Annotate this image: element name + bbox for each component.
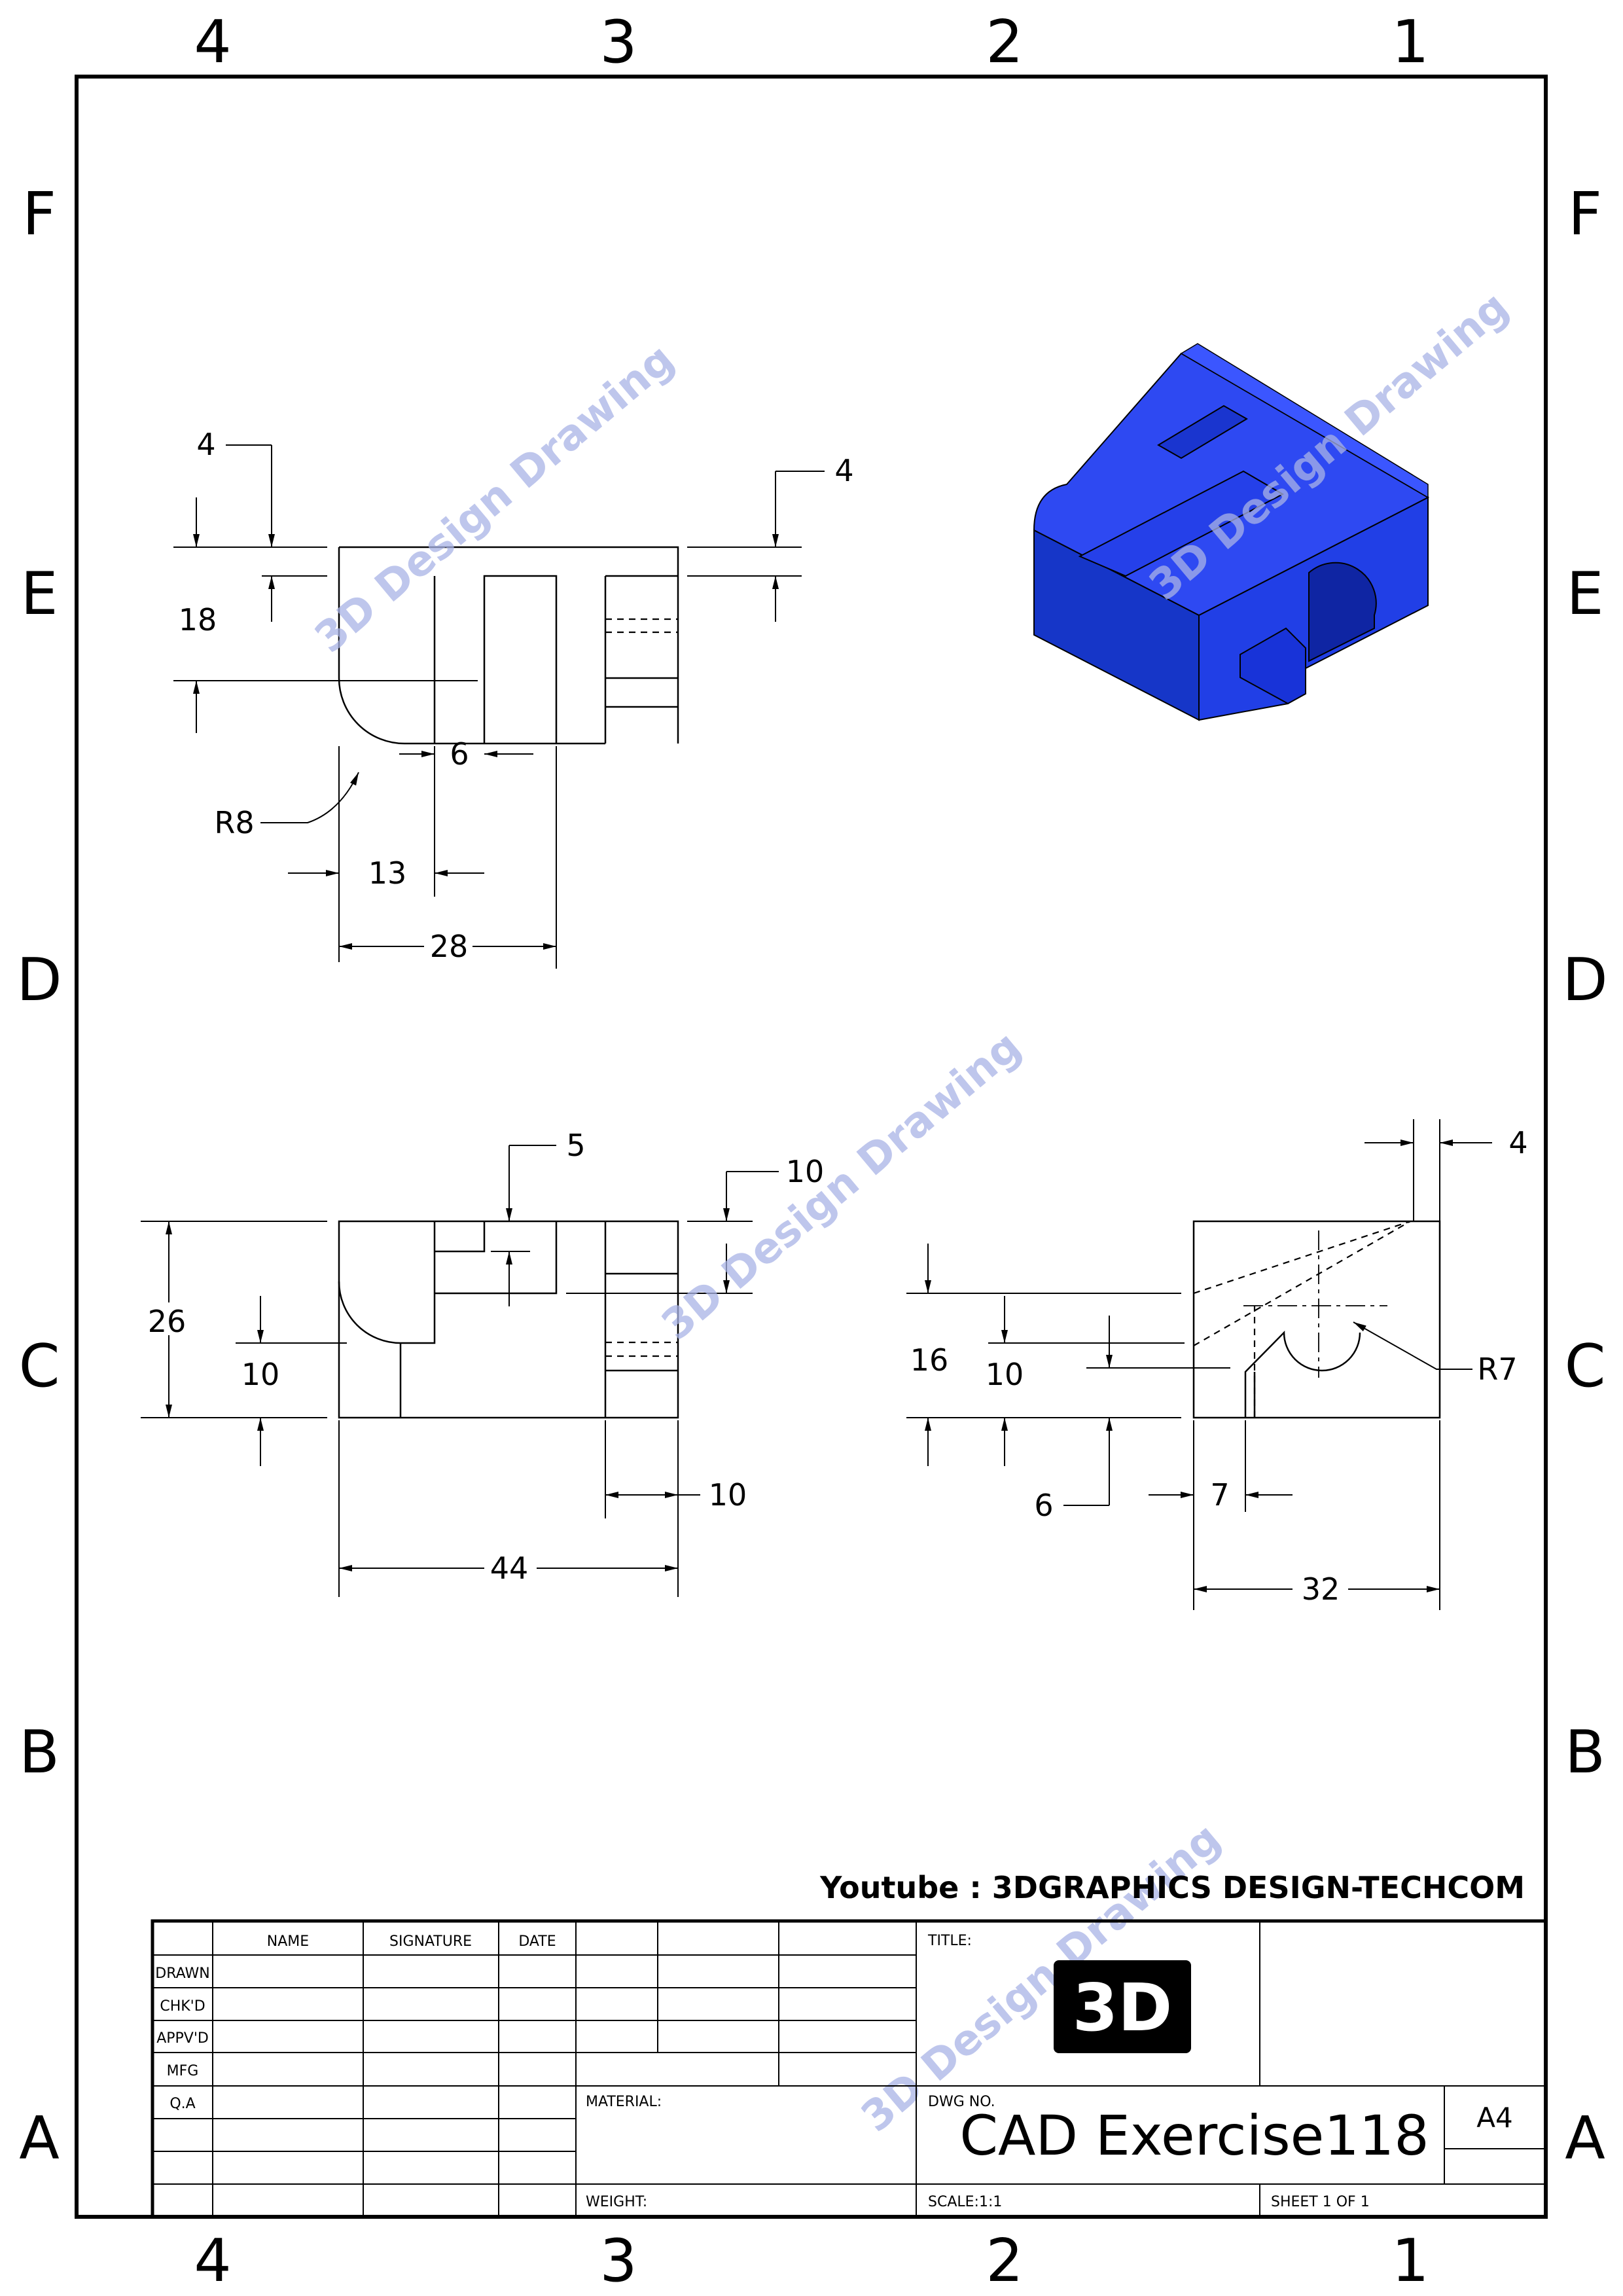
dim-side-6-label: 6 [1034, 1488, 1053, 1523]
dim-top-4-left-label: 4 [196, 427, 215, 462]
zone-row-e-right: E [1567, 560, 1604, 628]
front-view: 5 10 26 10 [141, 1128, 824, 1597]
zone-col-3-bottom: 3 [599, 2227, 637, 2295]
dim-side-4-label: 4 [1508, 1125, 1527, 1160]
dim-top-18: 18 [173, 497, 478, 733]
dim-front-10-left: 10 [236, 1296, 347, 1466]
tb-row-qa: Q.A [169, 2096, 195, 2112]
zone-col-2-top: 2 [986, 8, 1023, 77]
zone-row-b-right: B [1565, 1718, 1605, 1787]
dim-top-28: 28 [339, 746, 557, 969]
iso-top-step [1078, 470, 1285, 577]
dim-front-5-label: 5 [566, 1128, 585, 1163]
dim-front-5: 5 [491, 1128, 586, 1306]
tb-row-mfg: MFG [167, 2063, 199, 2079]
dim-side-7-label: 7 [1210, 1477, 1229, 1513]
dim-top-r8: R8 [214, 772, 359, 840]
dim-top-13-label: 13 [368, 855, 407, 891]
zone-row-f-right: F [1568, 180, 1602, 249]
zone-row-a-left: A [19, 2104, 60, 2173]
zone-row-b-left: B [19, 1718, 60, 1787]
youtube-credit: Youtube : 3DGRAPHICS DESIGN-TECHCOM [819, 1870, 1525, 1905]
tb-dwg-label: DWG NO. [928, 2094, 995, 2110]
dim-side-r7: R7 [1353, 1321, 1518, 1387]
dim-front-26: 26 [141, 1221, 327, 1418]
dim-side-6: 6 [1034, 1316, 1230, 1523]
isometric-view [1033, 343, 1430, 721]
zone-row-e-left: E [21, 560, 58, 628]
dim-front-10-bottom-label: 10 [709, 1477, 747, 1513]
watermark-1: 3D Design Drawing [306, 335, 683, 663]
tb-header-date: DATE [518, 1933, 556, 1950]
dim-top-6: 6 [399, 736, 533, 772]
dim-side-32: 32 [1194, 1420, 1440, 1610]
zone-col-1-bottom: 1 [1391, 2227, 1429, 2295]
side-view: 4 16 10 R7 6 [906, 1119, 1528, 1610]
dim-front-26-label: 26 [148, 1304, 187, 1339]
zone-row-a-right: A [1565, 2104, 1605, 2173]
zone-col-3-top: 3 [599, 8, 637, 77]
tb-row-appvd: APPV'D [156, 2030, 209, 2047]
iso-edge-highlight [1180, 343, 1429, 499]
dim-front-44-label: 44 [490, 1551, 529, 1586]
zone-col-1-top: 1 [1391, 8, 1429, 77]
dim-top-13: 13 [288, 746, 484, 962]
dim-top-4-right: 4 [687, 453, 854, 622]
front-view-outline [338, 1220, 679, 1419]
side-view-outline [1192, 1220, 1441, 1419]
zone-col-4-top: 4 [194, 8, 231, 77]
dim-front-44: 44 [338, 1420, 678, 1597]
zone-row-d-left: D [16, 946, 62, 1014]
dim-side-10: 10 [986, 1296, 1185, 1466]
zone-row-d-right: D [1562, 946, 1607, 1014]
logo-3d-text: 3D [1073, 1969, 1173, 2046]
iso-lug [1240, 627, 1306, 705]
tb-material-label: MATERIAL: [586, 2094, 662, 2110]
iso-hole [1308, 562, 1377, 662]
logo-3d [1054, 1960, 1191, 2053]
tb-dwg-number: CAD Exercise118 [959, 2104, 1429, 2168]
tb-header-name: NAME [267, 1933, 309, 1950]
dim-side-10-label: 10 [986, 1357, 1024, 1392]
tb-row-drawn: DRAWN [155, 1965, 209, 1982]
tb-row-chkd: CHK'D [160, 1998, 205, 2015]
dim-side-r7-label: R7 [1477, 1352, 1517, 1387]
title-block: NAME SIGNATURE DATE DRAWN CHK'D APPV'D M… [151, 1919, 1548, 2219]
dim-side-7: 7 [1149, 1420, 1293, 1610]
dim-front-10-left-label: 10 [241, 1357, 280, 1392]
dim-side-4: 4 [1364, 1119, 1528, 1221]
top-view-outline [338, 546, 679, 745]
zone-col-4-bottom: 4 [194, 2227, 231, 2295]
zone-row-f-left: F [22, 180, 56, 249]
dim-side-16-label: 16 [910, 1342, 949, 1378]
dim-top-18-label: 18 [179, 602, 217, 637]
tb-header-signature: SIGNATURE [389, 1933, 472, 1950]
dim-side-32-label: 32 [1302, 1571, 1340, 1607]
tb-sheet: SHEET 1 OF 1 [1271, 2194, 1370, 2210]
dim-side-16: 16 [906, 1244, 1181, 1466]
dim-top-r8-label: R8 [214, 805, 254, 840]
iso-top-slot [1157, 404, 1248, 459]
tb-title-label: TITLE: [927, 1933, 972, 1949]
tb-size: A4 [1476, 2102, 1512, 2134]
dim-top-6-label: 6 [450, 736, 469, 772]
zone-row-c-left: C [19, 1332, 60, 1401]
watermark-3: 3D Design Drawing [653, 1022, 1030, 1350]
dim-front-10-top-label: 10 [786, 1154, 825, 1189]
dim-front-10-top: 10 [566, 1154, 825, 1294]
tb-weight-label: WEIGHT: [586, 2194, 647, 2210]
top-view: 4 4 18 6 R8 [173, 427, 854, 969]
zone-labels: 4 3 2 1 4 3 2 1 F E D C B A F E D C B A [16, 8, 1607, 2295]
dim-top-28-label: 28 [430, 929, 469, 964]
zone-row-c-right: C [1565, 1332, 1606, 1401]
tb-scale: SCALE:1:1 [928, 2194, 1002, 2210]
dim-top-4-right-label: 4 [834, 453, 853, 488]
zone-col-2-bottom: 2 [986, 2227, 1023, 2295]
dim-front-10-bottom: 10 [605, 1420, 747, 1597]
